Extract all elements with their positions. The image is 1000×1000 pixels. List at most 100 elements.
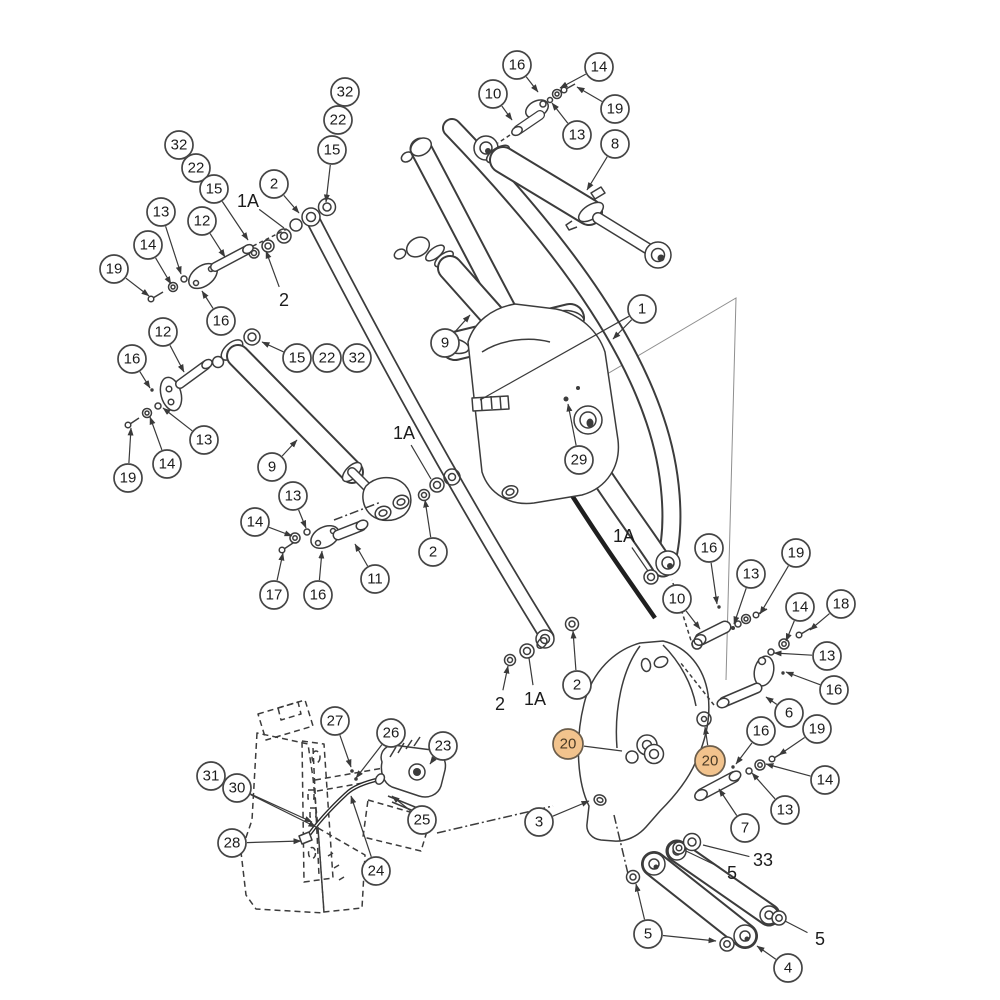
callout-balloon [312, 343, 342, 373]
leader-line [501, 105, 513, 121]
callout-label: 13 [569, 127, 586, 144]
callout-label: 30 [229, 780, 246, 797]
callout-balloon [259, 169, 289, 199]
callout-23: 23 [428, 731, 458, 765]
callout-label: 25 [414, 812, 431, 829]
callout-label: 23 [435, 738, 452, 755]
callout-balloon [662, 584, 692, 614]
callout-balloon [502, 50, 532, 80]
callout-label: 11 [367, 571, 383, 588]
callout-label: 32 [171, 137, 188, 154]
callout-label: 10 [485, 86, 502, 103]
leader-line [559, 73, 587, 89]
callout-balloon [802, 714, 832, 744]
callout-14: 14 [240, 507, 293, 537]
callout-19: 19 [759, 538, 811, 615]
leader-line [339, 735, 352, 768]
callout-13: 13 [751, 772, 800, 825]
callout-label: 8 [611, 136, 619, 153]
callout-balloon [187, 206, 217, 236]
leader-line [410, 444, 432, 480]
callout-label: 6 [785, 705, 793, 722]
callout-12: 12 [187, 206, 226, 258]
leader-line [162, 407, 193, 432]
callout-5: 5 [633, 883, 717, 949]
callout-balloon [146, 197, 176, 227]
callout-32: 32 [330, 77, 360, 107]
callout-label: 19 [607, 101, 624, 118]
callout-balloon [360, 564, 390, 594]
callout-balloon [361, 856, 391, 886]
callout-27: 27 [320, 706, 352, 768]
callout-balloon [694, 533, 724, 563]
leader-line [570, 630, 577, 671]
callout-label: 19 [809, 721, 826, 738]
callout-label: 14 [792, 599, 809, 616]
callout-label: 5 [727, 863, 737, 883]
leader-line [586, 156, 608, 191]
callout-31: 31 [196, 761, 313, 823]
callout-1: 1 [479, 294, 657, 401]
callout-label: 32 [349, 350, 366, 367]
leader-line [751, 772, 776, 800]
callout-3: 3 [524, 800, 590, 837]
callout-balloon [117, 344, 147, 374]
callout-33: 33 [702, 844, 773, 870]
rod-pin-group [278, 468, 461, 554]
callout-balloon [562, 120, 592, 150]
callout-16: 16 [694, 533, 724, 605]
lift-cylinder-left [211, 328, 412, 522]
callout-label: 9 [268, 459, 276, 476]
callout-label: 2 [270, 176, 278, 193]
callout-label: 7 [741, 820, 749, 837]
callout-balloon [770, 795, 800, 825]
callout-4: 4 [756, 945, 803, 983]
callout-label: 2 [429, 544, 437, 561]
callout-label: 5 [644, 926, 652, 943]
callout-8: 8 [586, 129, 630, 191]
callout-balloon [478, 79, 508, 109]
callout-16: 16 [735, 716, 776, 765]
callout-25: 25 [391, 795, 437, 835]
callout-label: 16 [124, 351, 141, 368]
callout-balloon [133, 230, 163, 260]
callout-26: 26 [355, 718, 406, 779]
leader-line [355, 744, 383, 779]
leader-line [576, 86, 603, 103]
callout-label: 29 [571, 452, 588, 469]
callout-balloon [810, 765, 840, 795]
callout-balloon [627, 294, 657, 324]
leader-line [685, 850, 720, 868]
callout-2: 2 [259, 169, 300, 214]
callout-15: 15 [199, 174, 249, 241]
callout-label: 9 [441, 335, 449, 352]
callout-label: 20 [702, 753, 719, 770]
lift-cylinder-top [473, 135, 672, 269]
top-pin-group [497, 83, 576, 144]
callout-balloon [257, 452, 287, 482]
callout-balloon [584, 52, 614, 82]
callout-19: 19 [99, 254, 150, 297]
leader-line [125, 277, 150, 297]
callout-28: 28 [217, 828, 302, 858]
leader-line [735, 742, 753, 765]
leader-line [246, 838, 302, 845]
leader-line [479, 315, 630, 401]
callout-29: 29 [564, 403, 594, 475]
leader-line [258, 208, 285, 229]
bellcrank [577, 640, 712, 842]
leader-line [323, 164, 331, 203]
callout-label: 22 [330, 112, 347, 129]
leader-line [702, 844, 750, 858]
leader-line [298, 509, 307, 529]
callout-label: 16 [753, 723, 770, 740]
callout-6: 6 [765, 696, 804, 728]
leader-line [261, 341, 284, 353]
callout-label: 33 [753, 850, 773, 870]
link-arm [301, 207, 555, 650]
callout-balloon [196, 761, 226, 791]
callout-balloon [746, 716, 776, 746]
callout-balloon [524, 807, 554, 837]
leader-line [662, 934, 717, 944]
